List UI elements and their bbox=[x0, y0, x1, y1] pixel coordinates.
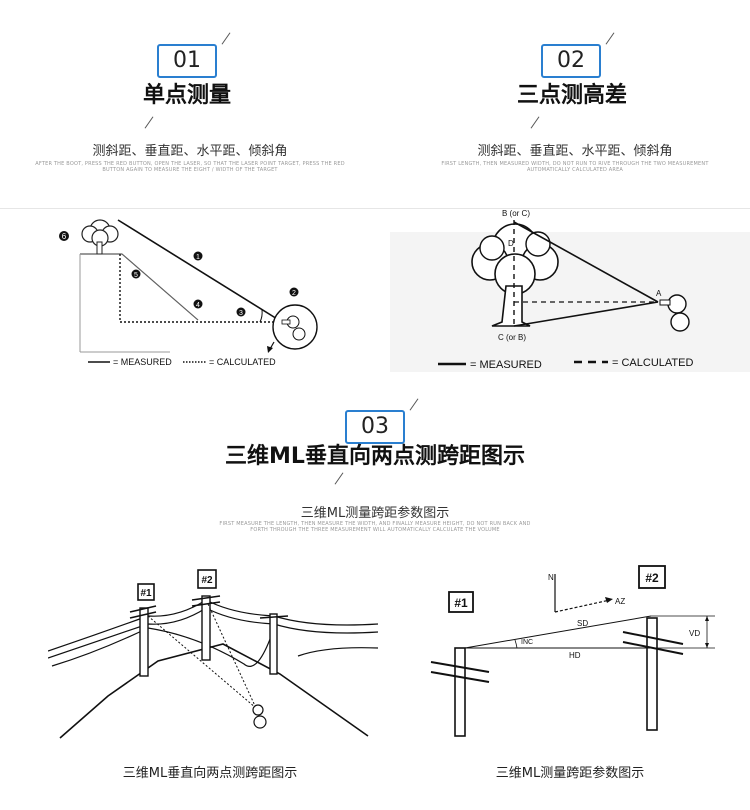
decorative-slash bbox=[144, 116, 154, 129]
pole-1-tag bbox=[448, 591, 474, 613]
decorative-slash bbox=[530, 116, 540, 129]
ground-outline bbox=[80, 253, 199, 321]
three-point-diagram: B (or C) D A C (or B) = MEASURED = CALCU… bbox=[438, 209, 693, 371]
marker-5 bbox=[131, 269, 141, 279]
section1-description: AFTER THE BOOT, PRESS THE RED BUTTON, OP… bbox=[35, 161, 345, 173]
section3-subtitle: 三维ML测量跨距参数图示 bbox=[300, 506, 450, 521]
pole-3 bbox=[259, 613, 289, 675]
section2-number: 02 bbox=[557, 48, 585, 73]
decorative-slash bbox=[334, 472, 344, 485]
caption-right: 三维ML测量跨距参数图示 bbox=[495, 766, 645, 781]
section1-title: 单点测量 bbox=[142, 83, 231, 108]
measured-line-top bbox=[513, 221, 659, 303]
section1-subtitle: 测斜距、垂直距、水平距、倾斜角 bbox=[92, 144, 288, 159]
marker-5-label: 5 bbox=[134, 272, 138, 279]
section3-number-box: 03 bbox=[345, 410, 405, 444]
pole-1-tag bbox=[137, 583, 155, 601]
observer-icon bbox=[252, 704, 267, 729]
marker-1-label: 1 bbox=[196, 254, 200, 261]
pole-1 bbox=[129, 605, 157, 677]
legend-measured: = MEASURED bbox=[470, 359, 542, 371]
pole-2-label: #2 bbox=[201, 575, 213, 586]
section3-description: FIRST MEASURE THE LENGTH, THEN MEASURE T… bbox=[219, 521, 531, 533]
label-d: D bbox=[508, 239, 514, 248]
legend-calculated: = CALCULATED bbox=[612, 357, 693, 369]
caption-left: 三维ML垂直向两点测跨距图示 bbox=[122, 766, 298, 781]
marker-6-label: 6 bbox=[62, 232, 67, 241]
label-sd: SD bbox=[577, 619, 588, 628]
pole-2-tag bbox=[638, 565, 666, 589]
ground-base bbox=[79, 254, 170, 353]
legend-calculated: = CALCULATED bbox=[209, 357, 276, 367]
decorative-slash bbox=[605, 32, 615, 45]
span-parameter-diagram: N AZ #1 #2 SD INC HD VD bbox=[430, 565, 715, 737]
marker-1 bbox=[193, 251, 203, 261]
section2-subtitle: 测斜距、垂直距、水平距、倾斜角 bbox=[477, 144, 673, 159]
pole-1-label: #1 bbox=[140, 588, 152, 599]
marker-2-label: 2 bbox=[292, 290, 296, 297]
pole-2-label: #2 bbox=[645, 571, 659, 585]
section1-number-box: 01 bbox=[157, 44, 217, 78]
decorative-slash bbox=[409, 398, 419, 411]
marker-3-label: 3 bbox=[239, 310, 243, 317]
section3-number: 03 bbox=[361, 414, 389, 439]
section-divider bbox=[0, 208, 750, 209]
marker-6 bbox=[59, 231, 69, 241]
label-hd: HD bbox=[569, 651, 581, 660]
measured-line-bottom bbox=[513, 301, 659, 327]
label-n: N bbox=[548, 573, 554, 582]
section2-title: 三点测高差 bbox=[516, 83, 627, 108]
label-top: B (or C) bbox=[502, 209, 530, 218]
label-az: AZ bbox=[615, 597, 625, 606]
observer-icon bbox=[659, 294, 690, 332]
angle-arc bbox=[259, 309, 263, 323]
section2-number-box: 02 bbox=[541, 44, 601, 78]
single-point-diagram: 6 5 4 3 2 1 = MEASURED = CALCULATED bbox=[59, 219, 318, 367]
marker-4 bbox=[193, 299, 203, 309]
label-vd: VD bbox=[689, 629, 700, 638]
marker-2 bbox=[289, 287, 299, 297]
decorative-slash bbox=[221, 32, 231, 45]
pole-2-tag bbox=[197, 569, 217, 589]
observer-icon bbox=[281, 315, 306, 341]
slope-distance-line bbox=[117, 219, 283, 323]
hill-outline bbox=[59, 643, 369, 739]
marker-4-label: 4 bbox=[196, 302, 200, 309]
pole-1 bbox=[430, 647, 490, 737]
tree-icon bbox=[81, 219, 119, 255]
section3-title: 三维ML垂直向两点测跨距图示 bbox=[225, 444, 525, 469]
marker-3 bbox=[236, 307, 246, 317]
legend-measured: = MEASURED bbox=[113, 357, 172, 367]
pole-2 bbox=[191, 595, 221, 661]
section1-number: 01 bbox=[173, 48, 201, 73]
label-bottom: C (or B) bbox=[498, 333, 526, 342]
pole-2 bbox=[622, 617, 684, 731]
slope-distance-line bbox=[464, 615, 652, 649]
section2-description: FIRST LENGTH, THEN MEASURED WIDTH, DO NO… bbox=[441, 161, 709, 173]
span-perspective-diagram: #1 #2 bbox=[48, 569, 378, 739]
label-a: A bbox=[656, 289, 662, 298]
label-inc: INC bbox=[521, 639, 533, 646]
tree-icon bbox=[471, 223, 559, 327]
pole-1-label: #1 bbox=[454, 596, 468, 610]
